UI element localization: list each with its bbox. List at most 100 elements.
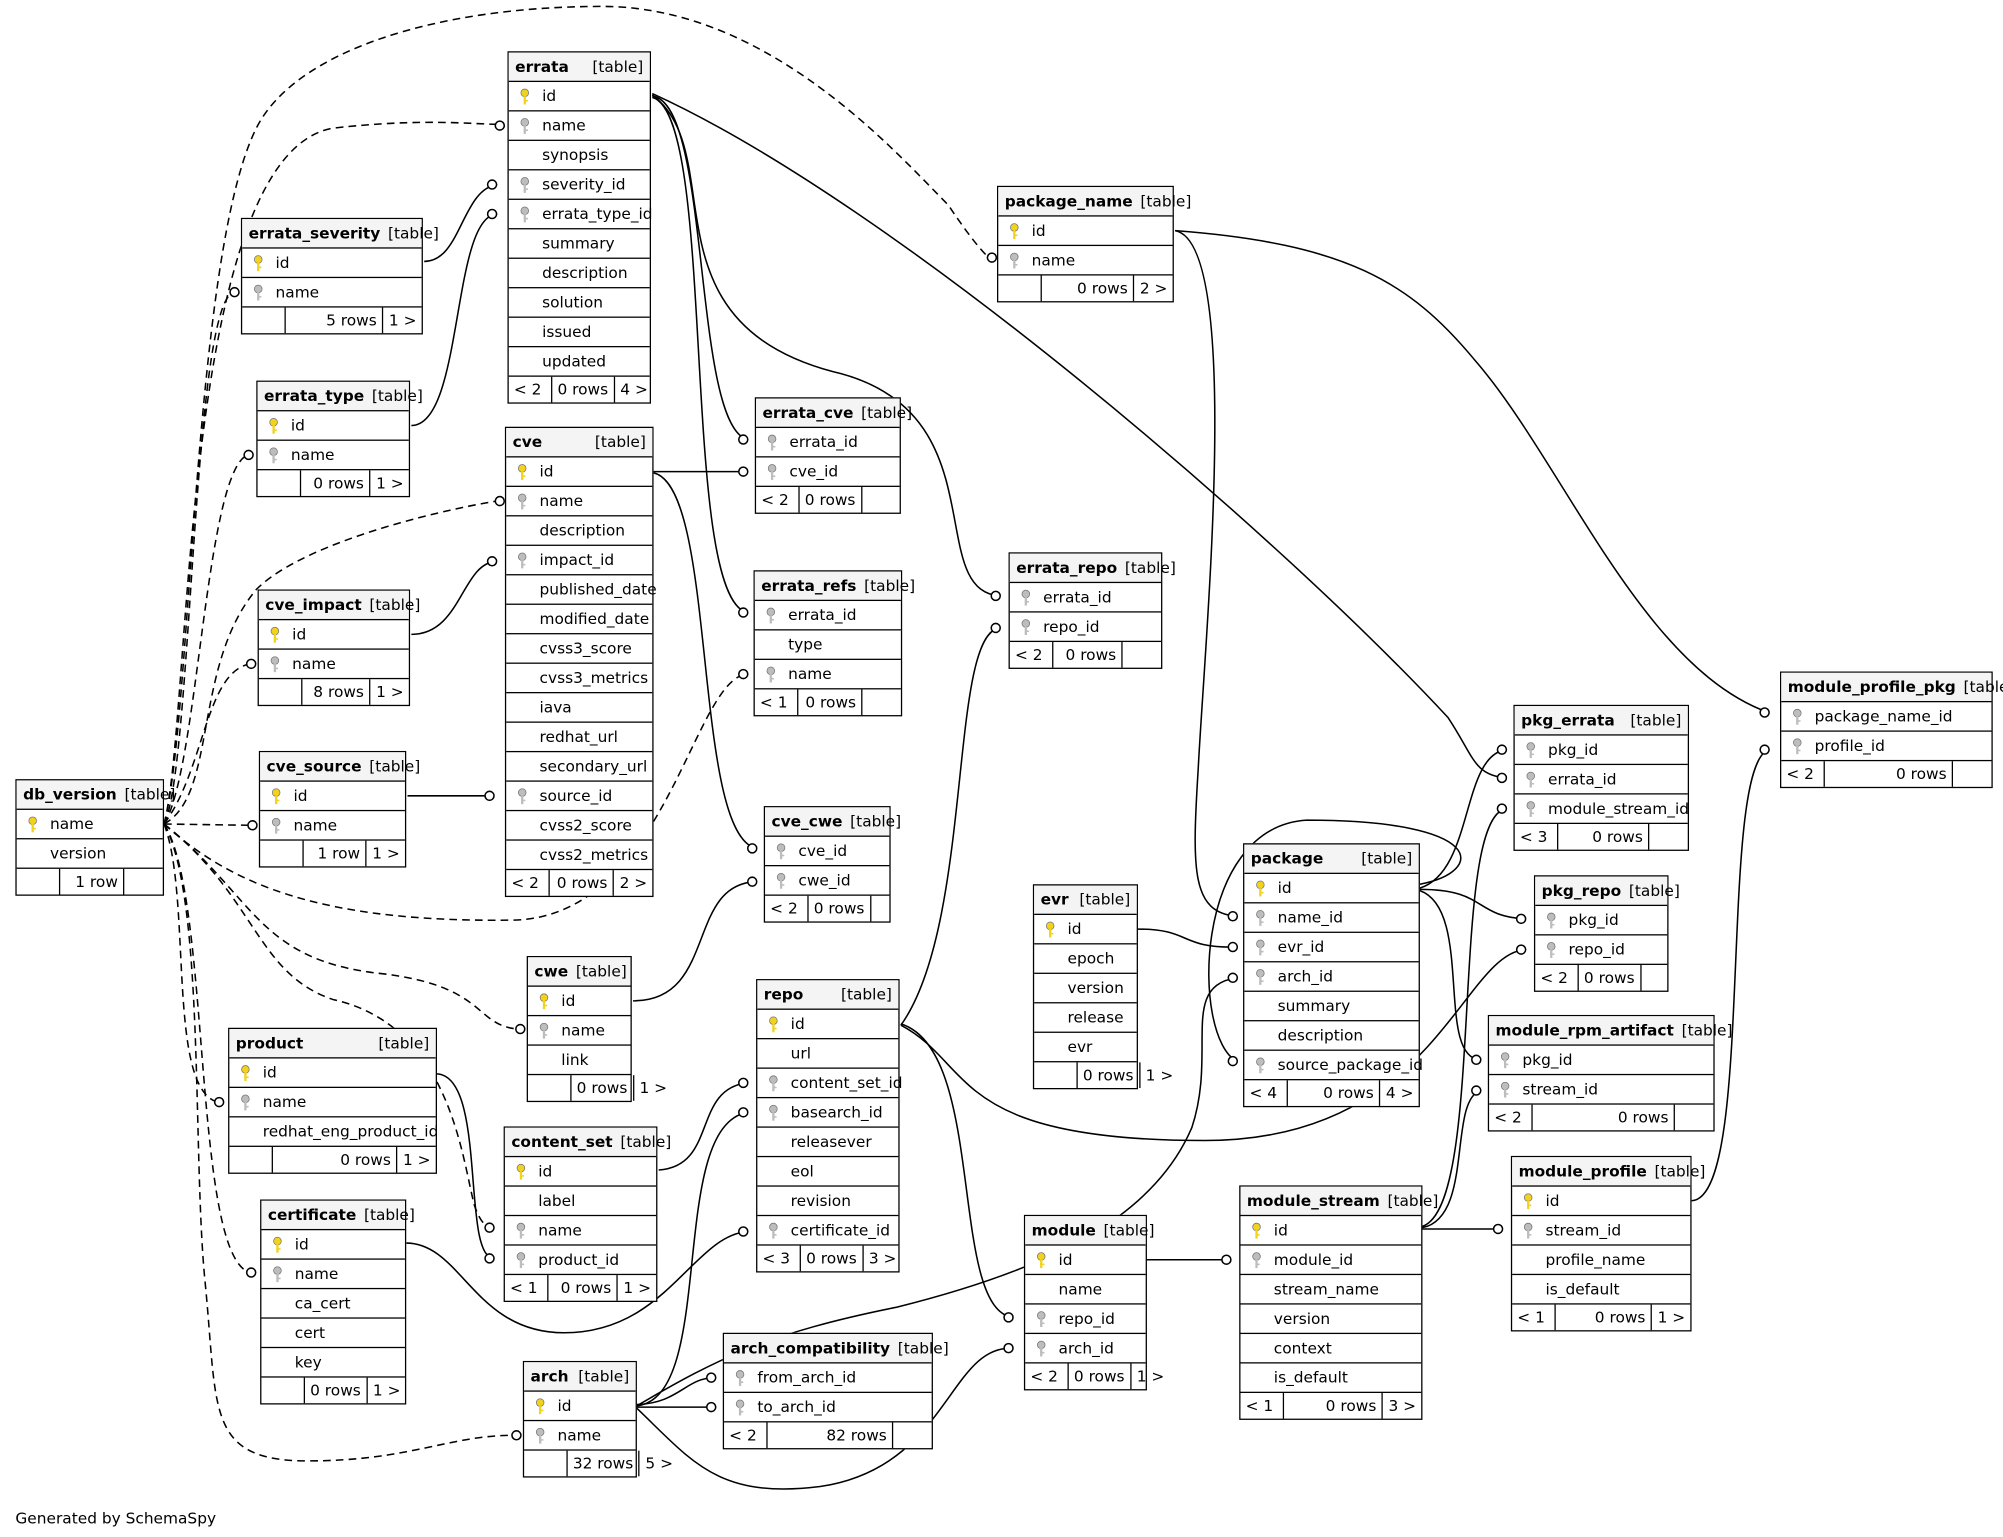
column-row[interactable]: name bbox=[527, 1016, 631, 1046]
column-row[interactable]: pkg_id bbox=[1514, 736, 1688, 766]
column-row[interactable]: description bbox=[508, 259, 650, 289]
column-row[interactable]: cert bbox=[261, 1319, 405, 1349]
column-row[interactable]: key bbox=[261, 1348, 405, 1378]
column-row[interactable]: name bbox=[508, 111, 650, 141]
table-header[interactable]: errata_cve[table] bbox=[756, 398, 912, 429]
column-row[interactable]: name bbox=[506, 487, 653, 517]
child-count[interactable]: 1 > bbox=[376, 474, 404, 493]
child-count[interactable]: 1 > bbox=[403, 1150, 431, 1169]
child-count[interactable]: 1 > bbox=[623, 1278, 652, 1297]
column-row[interactable]: source_id bbox=[506, 782, 653, 812]
column-row[interactable]: repo_id bbox=[1535, 935, 1668, 965]
column-row[interactable]: name bbox=[258, 650, 409, 680]
table-header[interactable]: module_profile[table] bbox=[1512, 1157, 1705, 1187]
parent-count[interactable]: < 2 bbox=[724, 1422, 768, 1449]
table-header[interactable]: package_name[table] bbox=[998, 187, 1191, 217]
table-header[interactable]: module_rpm_artifact[table] bbox=[1489, 1016, 1733, 1046]
child-count[interactable] bbox=[1123, 642, 1161, 668]
column-row[interactable]: name bbox=[229, 1088, 436, 1118]
child-count[interactable]: 1 > bbox=[1657, 1308, 1686, 1327]
table-header[interactable]: cwe[table] bbox=[527, 957, 631, 987]
column-row[interactable]: certificate_id bbox=[757, 1216, 899, 1246]
column-row[interactable]: pkg_id bbox=[1535, 906, 1668, 936]
column-row[interactable]: id bbox=[1240, 1216, 1422, 1246]
column-row[interactable]: name bbox=[754, 660, 901, 690]
column-row[interactable]: summary bbox=[508, 229, 650, 259]
column-row[interactable]: impact_id bbox=[506, 546, 653, 576]
column-row[interactable]: basearch_id bbox=[757, 1098, 899, 1128]
column-row[interactable]: version bbox=[1034, 974, 1137, 1004]
column-row[interactable]: errata_id bbox=[754, 601, 901, 631]
column-row[interactable]: name_id bbox=[1244, 903, 1419, 933]
column-row[interactable]: id bbox=[504, 1157, 657, 1187]
child-count[interactable] bbox=[124, 869, 162, 895]
table-header[interactable]: db_version[table] bbox=[16, 780, 175, 810]
column-row[interactable]: iava bbox=[506, 693, 653, 723]
child-count[interactable] bbox=[1641, 965, 1679, 991]
column-row[interactable]: id bbox=[506, 457, 653, 487]
parent-count[interactable] bbox=[17, 868, 61, 895]
parent-count[interactable]: < 1 bbox=[755, 689, 799, 716]
parent-count[interactable]: < 4 bbox=[1244, 1080, 1288, 1106]
parent-count[interactable] bbox=[259, 679, 303, 705]
parent-count[interactable] bbox=[260, 840, 304, 867]
column-row[interactable]: stream_id bbox=[1489, 1075, 1714, 1105]
column-row[interactable]: stream_name bbox=[1240, 1275, 1422, 1305]
column-row[interactable]: name bbox=[1025, 1275, 1146, 1305]
child-count[interactable]: 2 > bbox=[619, 873, 648, 892]
column-row[interactable]: repo_id bbox=[1025, 1305, 1146, 1335]
column-row[interactable]: arch_id bbox=[1244, 962, 1419, 992]
column-row[interactable]: errata_id bbox=[756, 428, 900, 458]
table-header[interactable]: cve_source[table] bbox=[260, 752, 420, 782]
column-row[interactable]: id bbox=[1034, 915, 1137, 945]
column-row[interactable]: errata_type_id bbox=[508, 200, 653, 230]
child-count[interactable] bbox=[1675, 1105, 1713, 1131]
column-row[interactable]: to_arch_id bbox=[724, 1393, 932, 1423]
table-header[interactable]: module_profile_pkg[table] bbox=[1781, 672, 2003, 703]
column-row[interactable]: id bbox=[527, 987, 631, 1017]
parent-count[interactable]: < 3 bbox=[1515, 824, 1559, 850]
column-row[interactable]: redhat_url bbox=[506, 723, 653, 753]
parent-count[interactable]: < 3 bbox=[757, 1245, 801, 1272]
child-count[interactable]: 1 > bbox=[1145, 1066, 1174, 1085]
column-row[interactable]: id bbox=[242, 249, 422, 279]
column-row[interactable]: link bbox=[527, 1046, 631, 1076]
table-header[interactable]: evr[table] bbox=[1034, 885, 1137, 915]
column-row[interactable]: cvss2_score bbox=[506, 811, 653, 841]
table-header[interactable]: cve[table] bbox=[506, 428, 653, 458]
column-row[interactable]: id bbox=[258, 620, 409, 650]
table-header[interactable]: errata_refs[table] bbox=[754, 571, 915, 602]
column-row[interactable]: label bbox=[504, 1187, 657, 1217]
parent-count[interactable] bbox=[524, 1450, 568, 1477]
column-row[interactable]: id bbox=[508, 82, 650, 112]
table-header[interactable]: content_set[table] bbox=[504, 1127, 671, 1158]
parent-count[interactable] bbox=[229, 1146, 273, 1173]
column-row[interactable]: id bbox=[1025, 1246, 1146, 1276]
table-header[interactable]: module[table] bbox=[1025, 1216, 1155, 1246]
child-count[interactable]: 4 > bbox=[620, 380, 648, 399]
column-row[interactable]: published_date bbox=[506, 575, 657, 605]
child-count[interactable]: 1 > bbox=[376, 683, 404, 701]
column-row[interactable]: source_package_id bbox=[1244, 1051, 1423, 1081]
table-header[interactable]: repo[table] bbox=[757, 980, 899, 1010]
parent-count[interactable] bbox=[528, 1075, 572, 1101]
column-row[interactable]: version bbox=[1240, 1305, 1422, 1335]
column-row[interactable]: product_id bbox=[504, 1246, 657, 1276]
child-count[interactable]: 1 > bbox=[388, 311, 417, 330]
column-row[interactable]: context bbox=[1240, 1334, 1422, 1364]
column-row[interactable]: summary bbox=[1244, 992, 1419, 1022]
column-row[interactable]: issued bbox=[508, 318, 650, 348]
parent-count[interactable]: < 2 bbox=[1489, 1104, 1533, 1131]
column-row[interactable]: id bbox=[757, 1010, 899, 1040]
column-row[interactable]: cvss2_metrics bbox=[506, 841, 653, 871]
column-row[interactable]: profile_name bbox=[1512, 1246, 1691, 1276]
column-row[interactable]: version bbox=[16, 839, 163, 869]
column-row[interactable]: releasever bbox=[757, 1128, 899, 1158]
column-row[interactable]: name bbox=[524, 1421, 636, 1451]
column-row[interactable]: stream_id bbox=[1512, 1216, 1691, 1246]
parent-count[interactable]: < 2 bbox=[1535, 964, 1579, 991]
column-row[interactable]: name bbox=[16, 810, 163, 840]
child-count[interactable] bbox=[1649, 824, 1687, 850]
column-row[interactable]: redhat_eng_product_id bbox=[229, 1117, 438, 1147]
child-count[interactable]: 1 > bbox=[372, 1381, 401, 1400]
